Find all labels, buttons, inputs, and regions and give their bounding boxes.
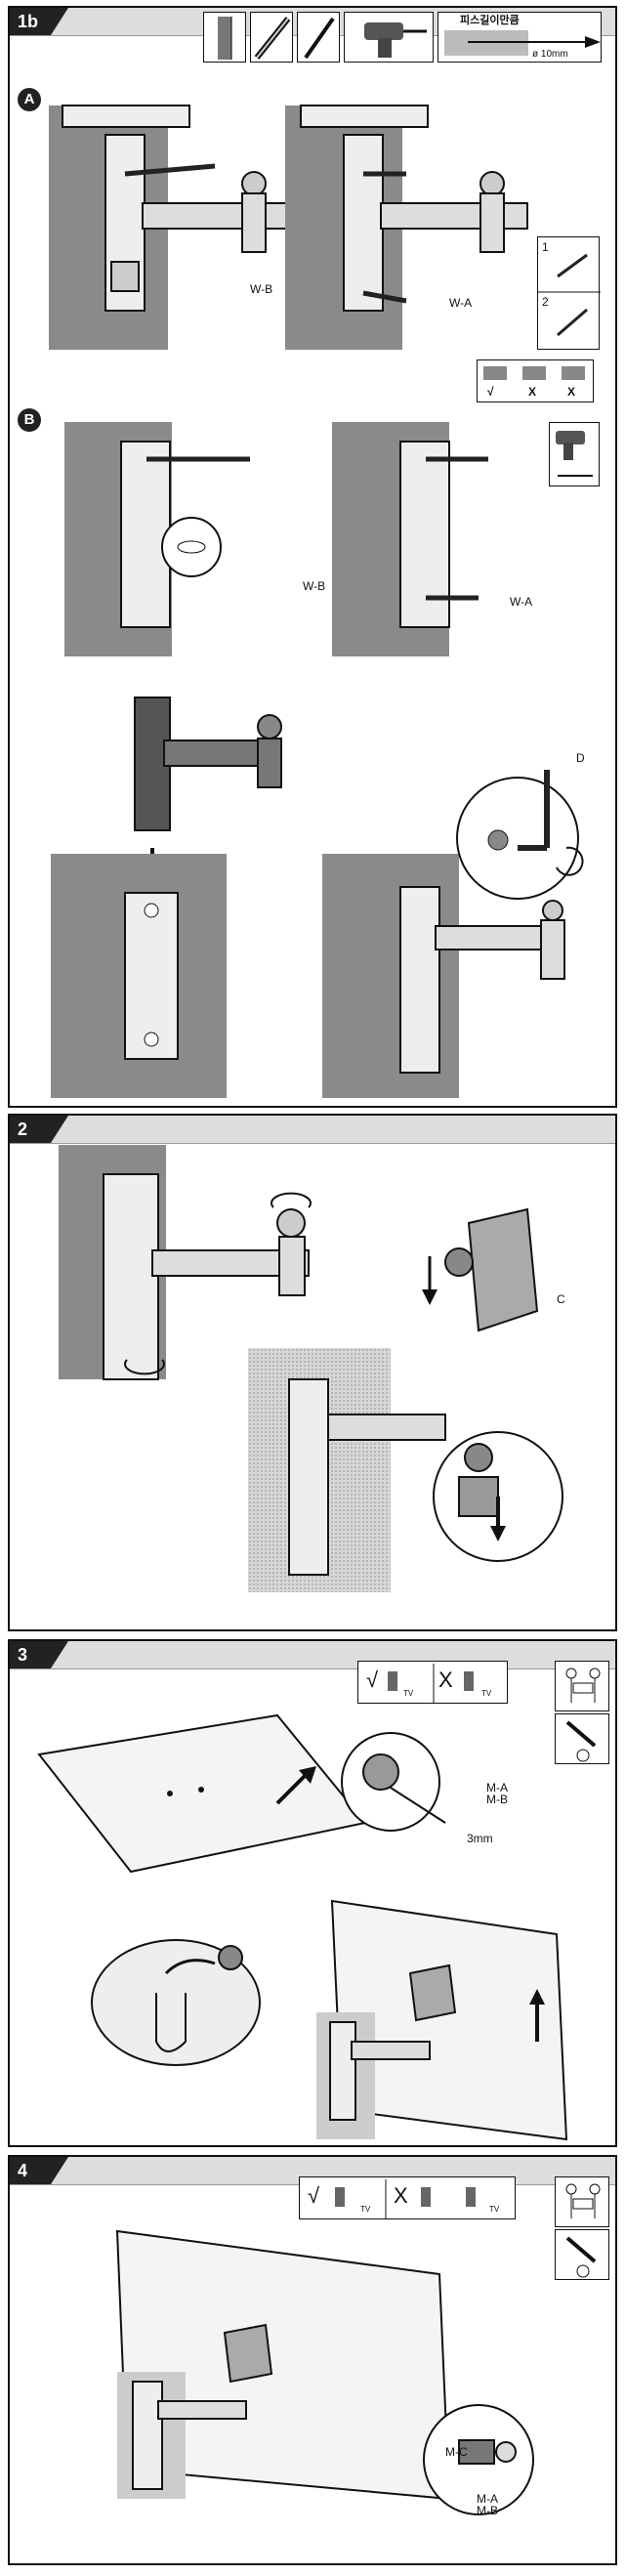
step-2-header: [10, 1116, 615, 1144]
screw4-mb-label: M-B: [477, 2504, 498, 2517]
anchor-ok-mark: √: [487, 385, 494, 399]
screw-ok-mark: √: [366, 1668, 379, 1692]
screwdriver-icon-4: [555, 2229, 609, 2280]
tool-d-label: D: [576, 751, 585, 765]
washer-b-label-a: W-B: [250, 282, 273, 296]
plate-b-right: [399, 441, 488, 628]
arm-lowering: [134, 697, 282, 899]
drill-size-label: ø 10mm: [532, 49, 568, 60]
sub-step-1: 1: [542, 240, 549, 254]
screw4-bad-mark: X: [394, 2183, 408, 2208]
step-4-panel: 4 √ TV X TV M-C M-A M-B: [8, 2155, 617, 2565]
sub-step-box: 1 2: [537, 236, 601, 350]
two-person-icon: [555, 1661, 609, 1711]
screw-choice-box-4: √ TV X TV: [299, 2176, 516, 2219]
drill-icon: [344, 12, 434, 63]
drill-depth-box: 피스길이만큼 ø 10mm: [438, 12, 602, 63]
screw-detail-4: [423, 2404, 534, 2515]
anchor-bad-mark-2: X: [567, 385, 576, 399]
level-icon: [250, 12, 293, 63]
anchor-check-box: √ X X: [477, 359, 594, 402]
pencil-icon: [297, 12, 340, 63]
screw-detail: [341, 1732, 446, 1832]
washer-b-label-b: W-B: [303, 579, 326, 593]
screw4-ok-tv: TV: [360, 2205, 371, 2214]
drill-box: [549, 422, 600, 486]
depth-label: 피스길이만큼: [460, 15, 520, 26]
step-number: 4: [18, 2161, 28, 2180]
step-4-tab: 4: [10, 2157, 68, 2184]
screw4-ok-mark: √: [308, 2183, 320, 2208]
screwdriver-icon: [555, 1713, 609, 1764]
cap-removal-detail: [91, 1939, 261, 2066]
wall-tool-icon: [203, 12, 246, 63]
screw-ma-label: M-A: [486, 1781, 508, 1795]
part-c-label: C: [557, 1292, 565, 1306]
step-number: 2: [18, 1119, 28, 1139]
screw4-bad-tv: TV: [489, 2205, 500, 2214]
tv-upright-step3: [316, 1899, 568, 2141]
anchor-bad-mark-1: X: [528, 385, 537, 399]
plate-b-left: [120, 441, 250, 628]
part-a-badge: A: [18, 88, 41, 111]
screw-length-label: 3mm: [467, 1832, 493, 1845]
screw-bad-tv: TV: [481, 1689, 492, 1698]
step-3-panel: 3 √ TV X TV M-A M-B 3mm: [8, 1639, 617, 2147]
washer-a-label-b: W-A: [510, 595, 533, 609]
step-number: 3: [18, 1645, 28, 1665]
screw-ok-tv: TV: [403, 1689, 414, 1698]
part-b-badge: B: [18, 408, 41, 432]
screw-mc-label: M-C: [445, 2445, 468, 2459]
screw-choice-box: √ TV X TV: [357, 1661, 508, 1704]
two-person-icon-4: [555, 2176, 609, 2227]
screw4-ma-label: M-A: [477, 2492, 498, 2506]
washer-a-label-a: W-A: [449, 296, 473, 310]
arm-mounted: [399, 770, 584, 1074]
step-1b-panel: 1b 피스길이만큼 ø 10mm A W-B W-A: [8, 6, 617, 1108]
step-2-panel: 2 C: [8, 1114, 617, 1631]
screw-mb-label: M-B: [486, 1793, 508, 1806]
step-3-header: [10, 1641, 615, 1669]
sub-step-2: 2: [542, 295, 549, 309]
tv-mounted-step4: [115, 2229, 451, 2501]
arm-step2: [103, 1173, 312, 1380]
screw-bad-mark: X: [438, 1668, 453, 1692]
step-number: 1b: [18, 12, 39, 31]
bracket-a-left: [62, 105, 290, 312]
plate-arm-left: [124, 892, 179, 1060]
tv-back-flat: [37, 1713, 367, 1874]
bracket-a-right: [300, 105, 528, 312]
plate-step2: [288, 1207, 563, 1576]
